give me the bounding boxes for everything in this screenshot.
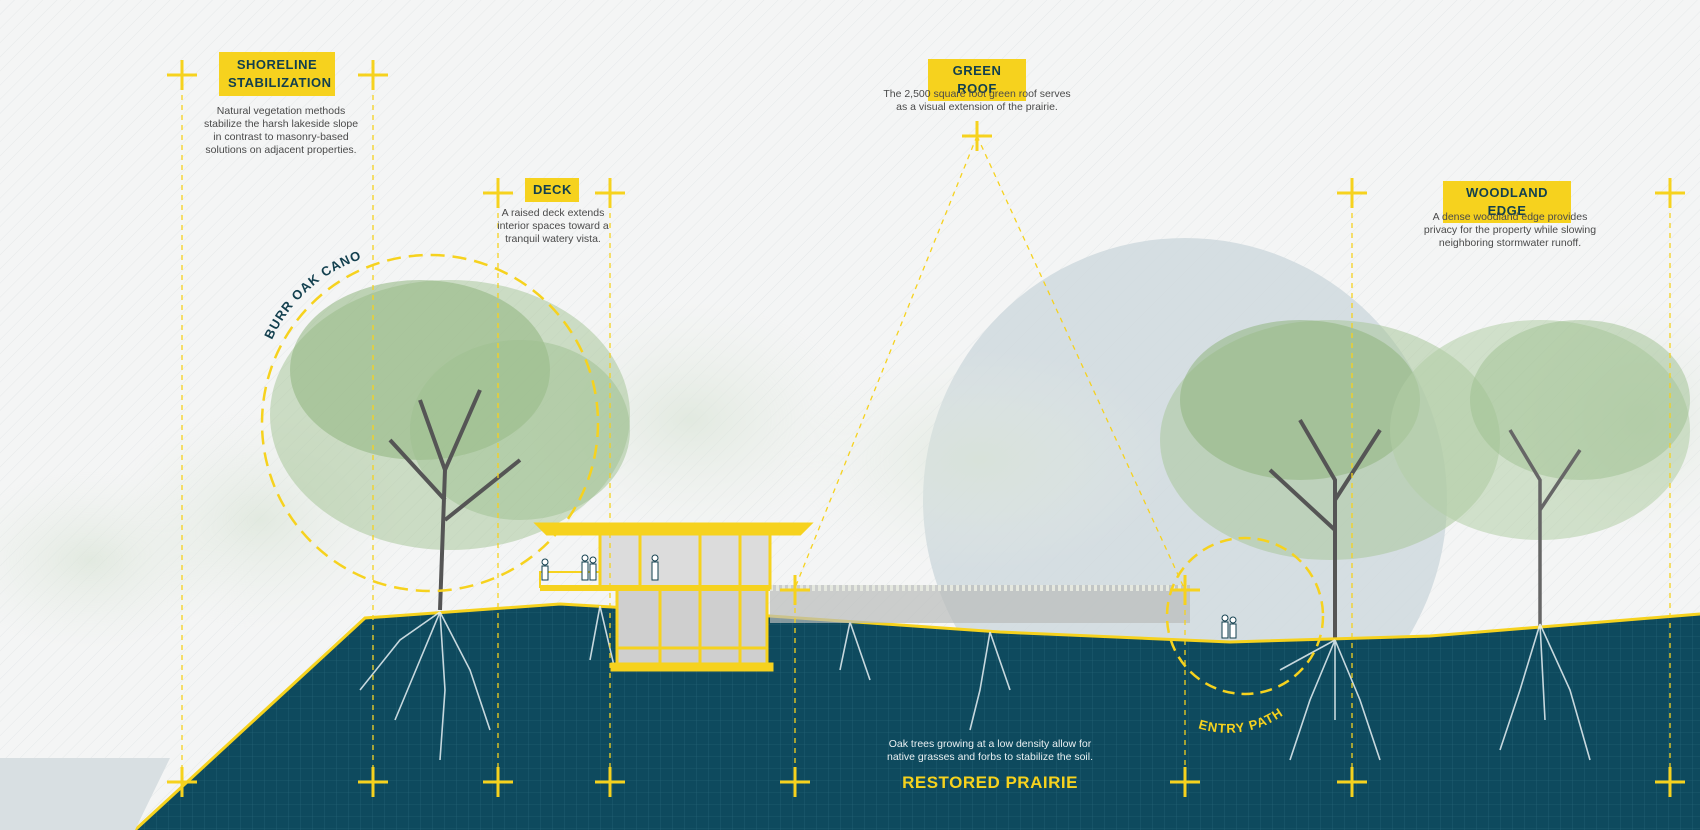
- deck-desc-line2: interior spaces toward a: [497, 220, 609, 232]
- shoreline-desc-line4: solutions on adjacent properties.: [205, 144, 357, 156]
- woodland-desc-line3: neighboring stormwater runoff.: [1438, 237, 1582, 249]
- crosshair-marker-icon: [167, 60, 1685, 797]
- guide-lines: [181, 75, 1671, 782]
- ground-line: [133, 602, 1700, 830]
- shoreline-desc-line3: in contrast to masonry-based: [213, 131, 349, 143]
- root-system-icon: [359, 605, 1591, 761]
- woodland-edge-description: A dense woodland edge provides privacy f…: [1405, 211, 1615, 250]
- entry-path-ring: [1165, 536, 1325, 696]
- woodland-desc-line2: privacy for the property while slowing: [1423, 224, 1597, 236]
- tree-illustration-icon: [1390, 320, 1690, 630]
- green-roof-band: [770, 585, 1190, 623]
- green-roof-title: GREEN ROOF: [952, 63, 1002, 96]
- shoreline-title-line2: STABILIZATION: [228, 75, 332, 90]
- deck-title: DECK: [533, 182, 572, 197]
- shoreline-title-line1: SHORELINE: [236, 57, 318, 72]
- shoreline-desc-line2: stabilize the harsh lakeside slope: [203, 118, 359, 130]
- tree-illustration-icon: [270, 280, 630, 611]
- building-section: [533, 522, 814, 672]
- deck-description: A raised deck extends interior spaces to…: [483, 207, 623, 246]
- restored-prairie-description: Oak trees growing at a low density allow…: [870, 738, 1110, 764]
- person-silhouette-icon: [541, 554, 1237, 639]
- burr-oak-canopy-ring: [260, 253, 600, 593]
- shoreline-desc-line1: Natural vegetation methods: [216, 105, 346, 117]
- woodland-edge-title: WOODLAND EDGE: [1466, 185, 1548, 218]
- woodland-desc-line1: A dense woodland edge provides: [1432, 211, 1588, 223]
- deck-desc-line3: tranquil watery vista.: [505, 233, 601, 245]
- shoreline-stabilization-label: SHORELINE STABILIZATION: [219, 52, 335, 96]
- deck-desc-line1: A raised deck extends: [501, 207, 605, 219]
- lake-water: [0, 758, 170, 830]
- prairie-desc-line1: Oak trees growing at a low density allow…: [888, 738, 1092, 750]
- green-roof-description: The 2,500 square foot green roof serves …: [872, 88, 1082, 114]
- green-roof-desc-line2: as a visual extension of the prairie.: [896, 101, 1058, 113]
- restored-prairie-title: RESTORED PRAIRIE: [902, 773, 1078, 792]
- green-roof-label: GREEN ROOF: [928, 59, 1026, 101]
- shoreline-description: Natural vegetation methods stabilize the…: [196, 105, 366, 157]
- woodland-edge-label: WOODLAND EDGE: [1443, 181, 1571, 223]
- prairie-desc-line2: native grasses and forbs to stabilize th…: [886, 751, 1094, 763]
- green-roof-desc-line1: The 2,500 square foot green roof serves: [883, 88, 1071, 100]
- deck-label: DECK: [525, 178, 579, 202]
